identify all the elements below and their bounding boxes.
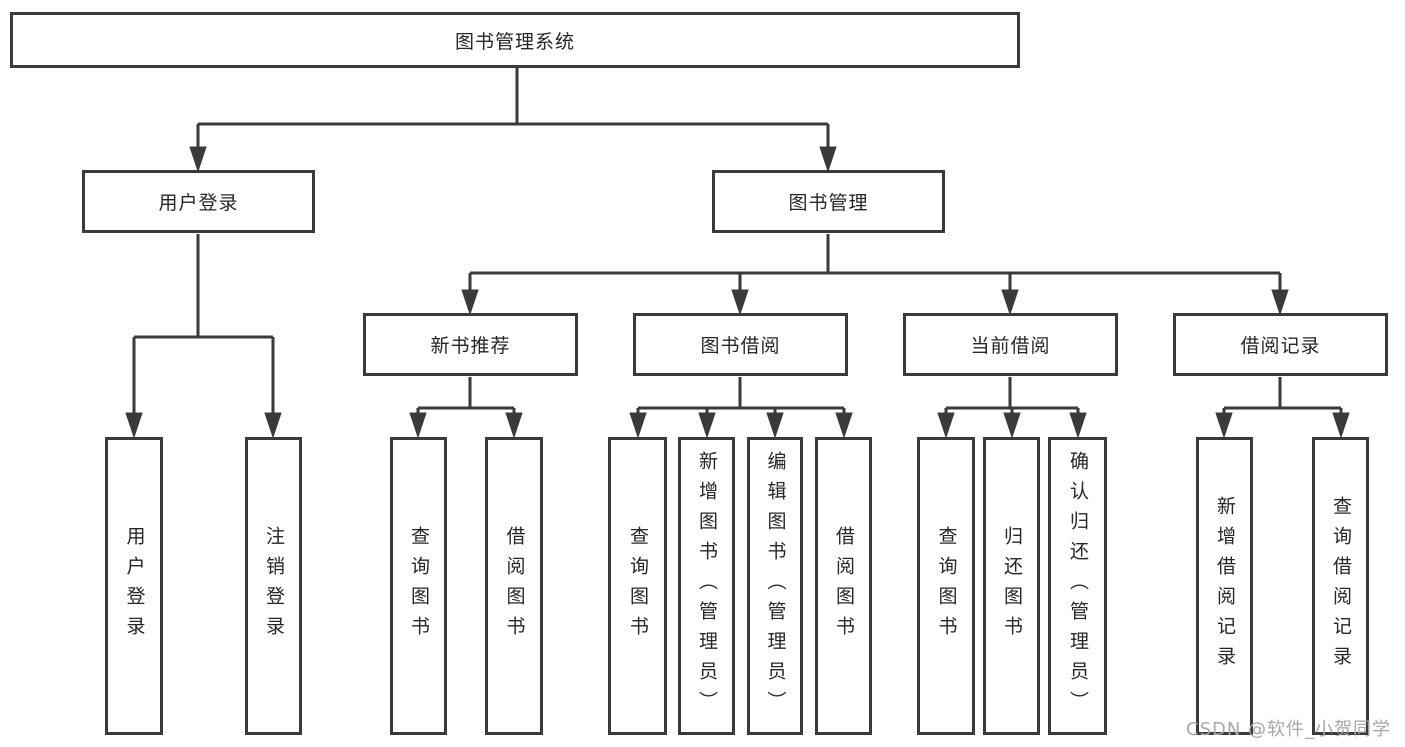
node-label: 新增图书（管理员） [696, 451, 718, 721]
node-label: 查询图书 [935, 526, 958, 646]
node-root: 图书管理系统 [10, 12, 1020, 68]
node-label: 图书管理系统 [454, 30, 575, 53]
edge-book-borrow-to-leaves [629, 377, 853, 439]
edge-new-book-recommend-to-leaves [409, 377, 523, 439]
node-label: 当前借阅 [970, 335, 1051, 357]
leaf-current-query-books: 查询图书 [917, 437, 975, 735]
node-label: 借阅记录 [1240, 335, 1321, 357]
node-label: 新增借阅记录 [1214, 496, 1236, 676]
leaf-records-add-record: 新增借阅记录 [1196, 437, 1253, 735]
node-label: 借阅图书 [833, 526, 855, 646]
leaf-newbook-query-books: 查询图书 [390, 437, 447, 735]
leaf-logout: 注销登录 [245, 437, 302, 735]
node-label: 图书借阅 [700, 335, 781, 357]
node-label: 借阅图书 [503, 526, 526, 646]
node-user-login: 用户登录 [82, 170, 315, 233]
leaf-records-query-record: 查询借阅记录 [1312, 437, 1369, 735]
node-borrow-records: 借阅记录 [1173, 313, 1388, 376]
node-label: 用户登录 [158, 192, 239, 214]
leaf-newbook-borrow-books: 借阅图书 [485, 437, 543, 735]
edge-book-management-to-level3 [461, 234, 1289, 316]
edge-user-login-to-leaves [125, 234, 282, 439]
node-label: 图书管理 [788, 192, 869, 214]
leaf-user-login: 用户登录 [105, 437, 163, 735]
edge-current-borrow-to-leaves [937, 377, 1087, 439]
node-book-management: 图书管理 [712, 170, 945, 233]
leaf-borrow-add-books: 新增图书（管理员） [678, 437, 735, 735]
node-label: 归还图书 [1001, 526, 1023, 646]
node-book-borrow: 图书借阅 [633, 313, 848, 376]
node-new-book-recommend: 新书推荐 [363, 313, 578, 376]
node-label: 编辑图书（管理员） [764, 451, 787, 721]
node-label: 确认归还（管理员） [1067, 451, 1089, 721]
edge-root-to-level2 [189, 68, 837, 173]
leaf-current-return-books: 归还图书 [983, 437, 1040, 735]
node-label: 注销登录 [263, 526, 285, 646]
node-label: 查询图书 [627, 526, 649, 646]
leaf-current-confirm-return: 确认归还（管理员） [1048, 437, 1107, 735]
leaf-borrow-query-books: 查询图书 [608, 437, 667, 735]
leaf-borrow-edit-books: 编辑图书（管理员） [747, 437, 803, 735]
node-label: 查询借阅记录 [1330, 496, 1352, 676]
edge-borrow-records-to-leaves [1215, 377, 1350, 439]
node-current-borrow: 当前借阅 [903, 313, 1118, 376]
watermark: CSDN @软件_小贺同学 [1186, 719, 1392, 740]
leaf-borrow-borrow-books: 借阅图书 [815, 437, 872, 735]
node-label: 用户登录 [123, 526, 146, 646]
node-label: 查询图书 [408, 526, 430, 646]
node-label: 新书推荐 [430, 335, 511, 357]
